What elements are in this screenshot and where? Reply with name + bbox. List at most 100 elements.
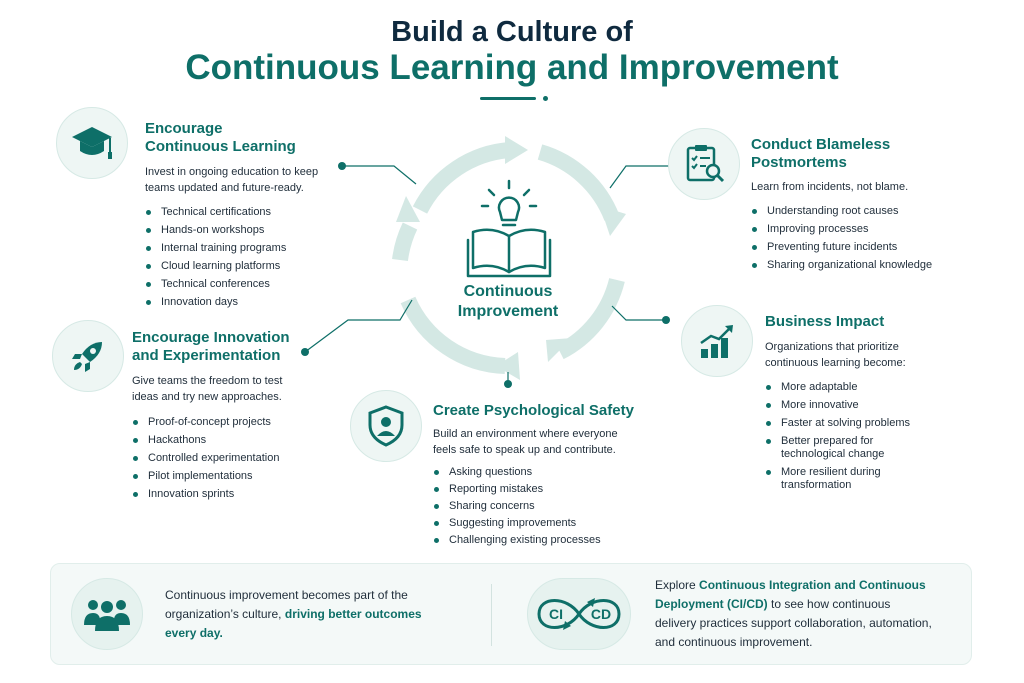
list-item: Proof-of-concept projects (132, 416, 332, 429)
section-innovation: Encourage Innovation and Experimentation… (132, 329, 332, 506)
cd-label: CD (591, 606, 611, 622)
bullet-list: Proof-of-concept projects Hackathons Con… (132, 416, 332, 501)
graduation-cap-icon (72, 127, 112, 159)
list-item: Innovation days (145, 296, 345, 309)
title-underline (480, 97, 536, 100)
section-description: Invest in ongoing education to keep team… (145, 164, 345, 196)
list-item: Sharing concerns (433, 500, 663, 513)
section-blameless-postmortems: Conduct Blameless Postmortems Learn from… (751, 136, 971, 277)
footer-left-line2: organization’s culture, driving better o… (165, 605, 475, 624)
open-book-lightbulb-icon (466, 179, 552, 278)
desc-line1: Give teams the freedom to test (132, 375, 283, 387)
bullet-list: Asking questions Reporting mistakes Shar… (433, 466, 663, 547)
section-description: Give teams the freedom to test ideas and… (132, 373, 332, 405)
ci-cd-badge: CI CD (527, 578, 631, 650)
title-underline-dot (543, 96, 548, 101)
desc-line2: teams updated and future-ready. (145, 182, 304, 194)
section-description: Organizations that prioritize continuous… (765, 339, 965, 371)
footer-left-text: Continuous improvement becomes part of t… (165, 586, 475, 643)
section-description: Build an environment where everyone feel… (433, 426, 663, 458)
ci-label: CI (549, 606, 563, 622)
section-title: Conduct Blameless Postmortems (751, 136, 971, 172)
desc-line2: ideas and try new approaches. (132, 391, 282, 403)
growth-chart-badge (681, 305, 753, 377)
center-label: Continuous Improvement (428, 282, 588, 322)
footer-right-line1: Explore Continuous Integration and Conti… (655, 576, 965, 595)
list-item: Better prepared for technological change (765, 435, 965, 461)
list-item: Reporting mistakes (433, 483, 663, 496)
list-item: More adaptable (765, 381, 965, 394)
footer-right-line1-plain: Explore (655, 578, 700, 592)
list-item: More innovative (765, 399, 965, 412)
list-item: Preventing future incidents (751, 241, 971, 254)
shield-badge (350, 390, 422, 462)
bullet-list: More adaptable More innovative Faster at… (765, 381, 965, 492)
center-label-line1: Continuous (463, 283, 553, 300)
footer-right-line2-highlight: Deployment (CI/CD) (655, 597, 768, 611)
ci-cd-infinity-icon: CI CD (537, 598, 621, 630)
footer-left-line2-highlight: driving better outcomes (284, 607, 422, 621)
section-continuous-learning: Encourage Continuous Learning Invest in … (145, 120, 345, 314)
page-title-line1: Build a Culture of (391, 16, 633, 48)
section-title: Encourage Innovation and Experimentation (132, 329, 332, 365)
list-item: Technical conferences (145, 278, 345, 291)
title-line2: and Experimentation (132, 347, 281, 364)
list-item: Technical certifications (145, 206, 345, 219)
section-business-impact: Business Impact Organizations that prior… (765, 313, 965, 497)
team-people-icon (84, 600, 130, 631)
clipboard-magnifier-icon (686, 145, 725, 183)
cycle-ring (392, 142, 625, 374)
list-item: Controlled experimentation (132, 452, 332, 465)
section-title: Business Impact (765, 313, 885, 330)
list-item: Hackathons (132, 434, 332, 447)
footer-banner: Continuous improvement becomes part of t… (50, 563, 972, 665)
list-item: Suggesting improvements (433, 517, 663, 530)
section-psychological-safety: Create Psychological Safety Build an env… (433, 402, 663, 551)
desc-line1: Invest in ongoing education to keep (145, 166, 319, 178)
section-description: Learn from incidents, not blame. (751, 181, 909, 193)
title-line2: Continuous Learning (145, 138, 296, 155)
bullet-list: Understanding root causes Improving proc… (751, 205, 971, 272)
footer-right-line2: Deployment (CI/CD) to see how continuous (655, 595, 965, 614)
footer-left-line3: every day. (165, 626, 223, 640)
title-line1: Encourage (145, 120, 223, 137)
footer-right-line1-highlight: Continuous Integration and Continuous (699, 578, 926, 592)
title-line2: Postmortems (751, 154, 847, 171)
list-item: More resilient during transformation (765, 466, 965, 492)
footer-left-line2-plain: organization’s culture, (165, 607, 285, 621)
footer-left-line1: Continuous improvement becomes part of t… (165, 588, 408, 602)
list-item: Hands-on workshops (145, 224, 345, 237)
section-title: Create Psychological Safety (433, 402, 634, 419)
clipboard-badge (668, 128, 740, 200)
desc-line1: Organizations that prioritize (765, 341, 899, 353)
page-title-line2: Continuous Learning and Improvement (185, 48, 839, 87)
cycle-arrowheads (396, 136, 626, 380)
connector-dots (301, 162, 678, 388)
list-item: Faster at solving problems (765, 417, 965, 430)
list-item: Innovation sprints (132, 488, 332, 501)
title-line1: Conduct Blameless (751, 136, 891, 153)
connector-lines (304, 165, 674, 384)
footer-right-line2-plain: to see how continuous (767, 597, 891, 611)
title-line1: Encourage Innovation (132, 329, 290, 346)
shield-person-icon (368, 405, 404, 447)
footer-right-line4: and continuous improvement. (655, 635, 813, 649)
footer-right-line3: delivery practices support collaboration… (655, 616, 932, 630)
list-item: Pilot implementations (132, 470, 332, 483)
desc-line2: continuous learning become: (765, 357, 906, 369)
list-item: Challenging existing processes (433, 534, 663, 547)
desc-line2: feels safe to speak up and contribute. (433, 444, 616, 456)
list-item: Asking questions (433, 466, 663, 479)
bullet-list: Technical certifications Hands-on worksh… (145, 206, 345, 309)
growth-chart-icon (700, 325, 733, 358)
team-badge (71, 578, 143, 650)
list-item: Cloud learning platforms (145, 260, 345, 273)
center-label-line2: Improvement (457, 303, 559, 320)
list-item: Improving processes (751, 223, 971, 236)
section-title: Encourage Continuous Learning (145, 120, 345, 156)
list-item: Internal training programs (145, 242, 345, 255)
rocket-badge (52, 320, 124, 392)
footer-right-text: Explore Continuous Integration and Conti… (655, 576, 965, 652)
graduation-cap-badge (56, 107, 128, 179)
